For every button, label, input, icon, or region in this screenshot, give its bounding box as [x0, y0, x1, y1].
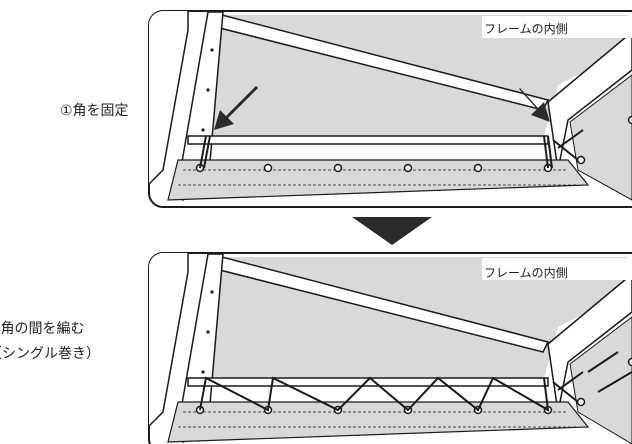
arrow-left	[214, 86, 258, 130]
step1-illustration	[148, 10, 632, 208]
step2-label-line1: ②角の間を編む	[0, 321, 85, 337]
step1-tag: フレームの内側	[484, 22, 568, 36]
down-arrow-icon	[352, 217, 432, 245]
step2-tag: フレームの内側	[484, 266, 568, 280]
arrow-right	[519, 88, 550, 122]
step2-label-line2: （シングル巻き）	[0, 346, 100, 362]
step2-illustration	[148, 252, 632, 444]
step1-label: ①角を固定	[60, 103, 129, 119]
